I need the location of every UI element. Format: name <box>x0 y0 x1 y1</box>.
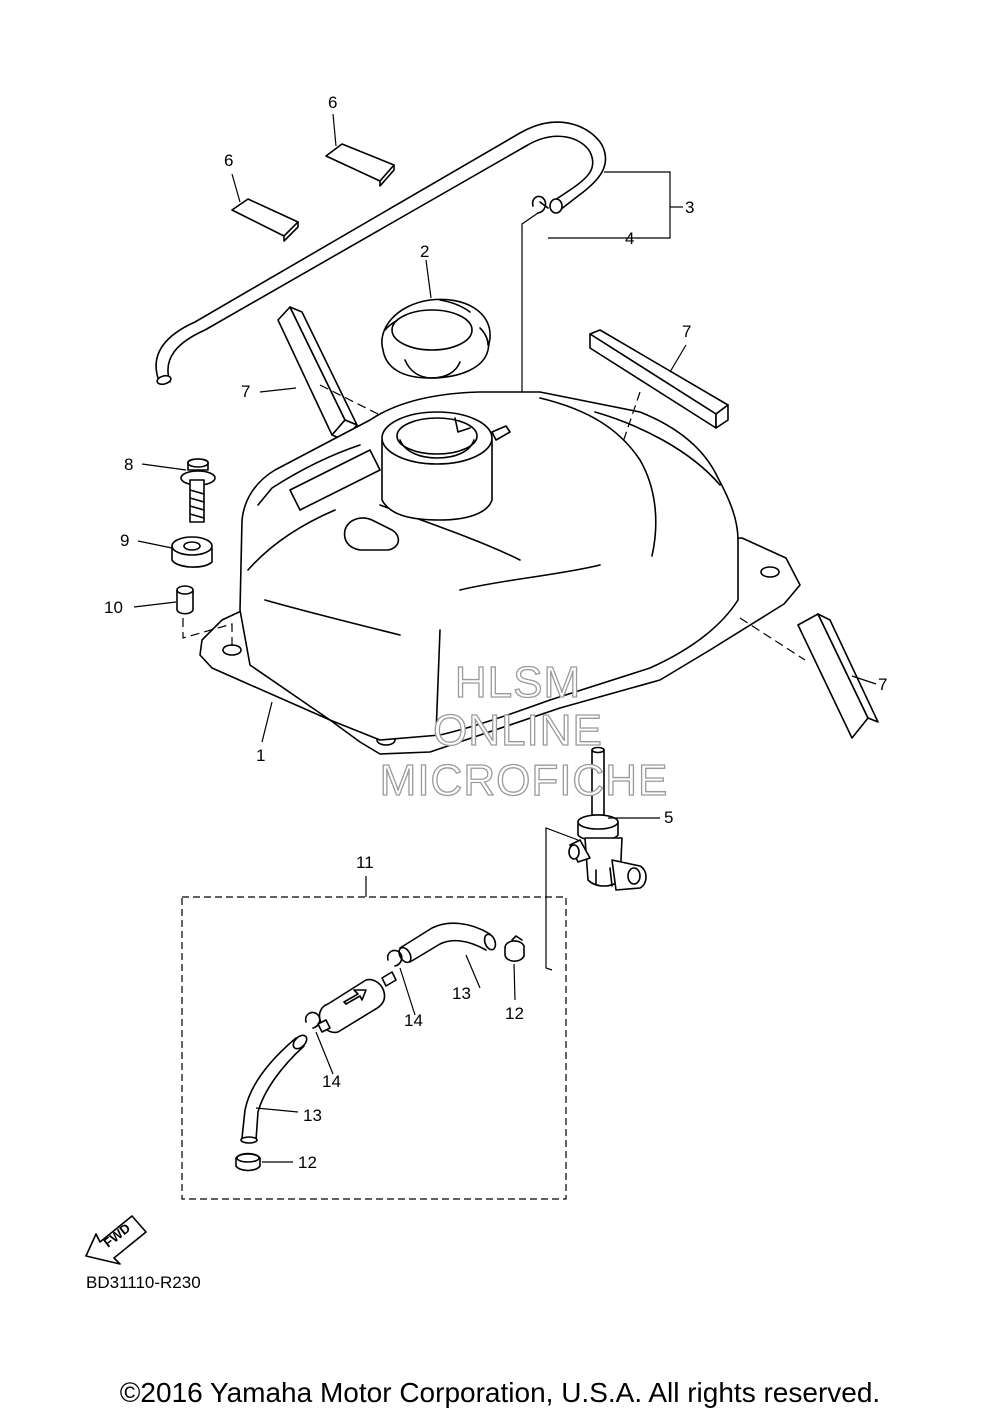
watermark: HLSM ONLINE MICROFICHE <box>379 657 669 805</box>
damper-upper-right-leader <box>621 391 641 446</box>
damper-lower-right <box>797 613 879 739</box>
fuel-hose-upper <box>398 922 497 964</box>
breather-hose <box>155 121 607 386</box>
hose-clip-upper <box>386 949 403 967</box>
collar <box>176 585 194 615</box>
callout-12-upper: 12 <box>505 1004 524 1023</box>
hose-clip-lower <box>304 1011 321 1029</box>
mounting-leader <box>182 618 233 648</box>
damper-left <box>277 306 358 441</box>
callout-6-upper: 6 <box>328 93 337 112</box>
damper-left-leader <box>319 384 379 415</box>
callout-9: 9 <box>120 531 129 550</box>
fuel-tank <box>199 391 801 755</box>
watermark-line-1: HLSM <box>455 658 581 707</box>
fuel-hose-kit-box <box>181 896 567 1200</box>
rubber-grommet <box>171 536 213 568</box>
callout-14-upper: 14 <box>404 1011 423 1030</box>
hose-clip <box>531 195 549 214</box>
fuel-filter <box>317 971 397 1034</box>
hose-clamp-upper <box>504 935 525 962</box>
watermark-line-2: ONLINE <box>433 706 603 755</box>
watermark-line-3: MICROFICHE <box>380 756 669 805</box>
hose-clamp-lower <box>235 1152 261 1172</box>
callout-numbers: 6 6 2 3 4 7 7 7 8 9 10 1 5 11 13 12 14 1… <box>104 93 887 1172</box>
drawing-code: BD31110-R230 <box>86 1273 201 1292</box>
fuel-hose-lower <box>240 1034 308 1144</box>
label-sticker-upper <box>325 143 395 187</box>
copyright-notice: ©2016 Yamaha Motor Corporation, U.S.A. A… <box>119 1377 881 1408</box>
callout-11: 11 <box>356 853 374 872</box>
callout-13-upper: 13 <box>452 984 471 1003</box>
callout-4: 4 <box>625 229 634 248</box>
callout-14-lower: 14 <box>322 1072 341 1091</box>
damper-lower-right-leader <box>739 617 806 661</box>
mounting-bolt <box>180 458 216 523</box>
callout-1: 1 <box>256 746 265 765</box>
damper-upper-right <box>589 329 729 429</box>
fuel-cock <box>568 746 647 891</box>
callout-7-lower-right: 7 <box>878 675 887 694</box>
callout-8: 8 <box>124 455 133 474</box>
callout-2: 2 <box>420 242 429 261</box>
fuel-cap <box>381 298 491 379</box>
callout-13-lower: 13 <box>303 1106 322 1125</box>
leader-lines <box>133 113 877 1163</box>
callout-7-upper-right: 7 <box>682 322 691 341</box>
callout-12-lower: 12 <box>298 1153 317 1172</box>
callout-3: 3 <box>685 198 694 217</box>
fuel-cock-leader <box>545 827 579 971</box>
callout-6-lower: 6 <box>224 151 233 170</box>
callout-5: 5 <box>664 808 673 827</box>
callout-7-left: 7 <box>241 382 250 401</box>
forward-direction-arrow: FWD <box>85 1215 147 1265</box>
label-sticker-lower <box>231 198 299 242</box>
callout-10: 10 <box>104 598 123 617</box>
